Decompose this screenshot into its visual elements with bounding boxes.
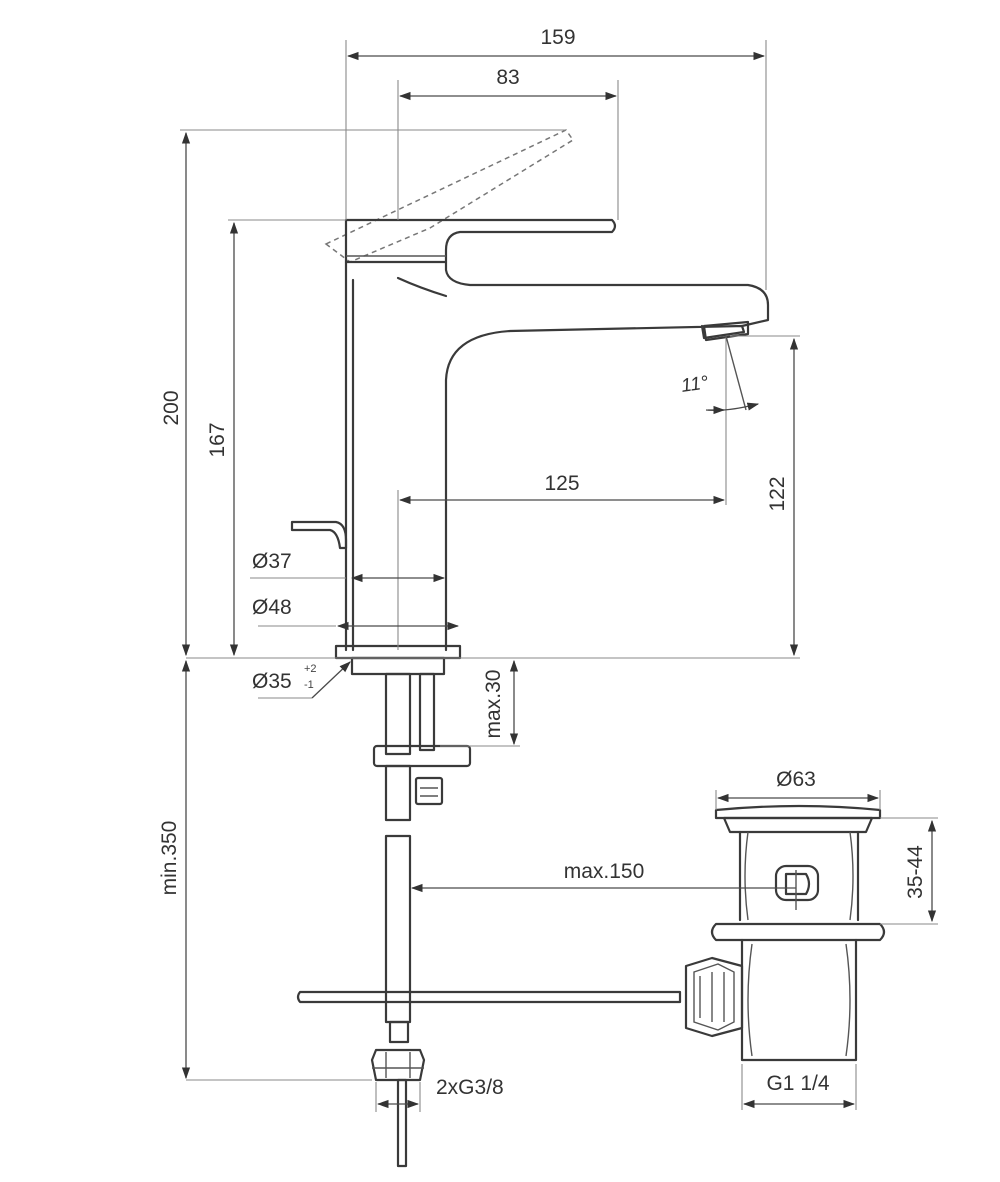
dim-spout-angle: 11° [680, 372, 710, 397]
dim-thread: G1 1/4 [766, 1072, 829, 1095]
hose-ferrule [388, 1020, 410, 1044]
dim-supply-thread: 2xG3/8 [436, 1076, 504, 1099]
fixing-nut [414, 776, 444, 806]
dim-lever-reach: 83 [496, 66, 519, 89]
lever-raised-outline [324, 129, 575, 263]
waste-pivot-nut [684, 956, 744, 1038]
dim-body-dia-base: Ø48 [252, 596, 292, 619]
dim-hole-dia: Ø35 [252, 670, 292, 693]
popup-rod-knob [290, 520, 348, 550]
dim-hole-tol-plus: +2 [304, 663, 317, 675]
fixing-plate [372, 744, 472, 768]
dim-waste-height: 35-44 [904, 845, 927, 899]
lever-joint [396, 276, 448, 298]
fixing-stud [418, 672, 436, 752]
dimension-lines [180, 40, 938, 1112]
waste-cap-lower [722, 816, 874, 834]
waste-assembly [684, 804, 886, 1062]
flex-hose-upper [384, 764, 412, 822]
under-deck-assembly [296, 672, 682, 1168]
faucet-body [186, 129, 800, 676]
dimension-labels: 159 83 200 167 122 125 11° Ø37 Ø48 Ø35 +… [158, 26, 927, 1099]
aerator [702, 320, 750, 342]
dim-body-dia-top: Ø37 [252, 550, 292, 573]
waste-cap [714, 804, 882, 820]
waste-tail [740, 938, 858, 1062]
spout-outline [444, 324, 746, 652]
hose-connector-nut [370, 1048, 426, 1082]
dim-min-supply: min.350 [158, 821, 181, 896]
dim-body-height: 167 [206, 422, 229, 457]
dim-max-deck: max.30 [482, 670, 505, 739]
lever-outline [344, 218, 770, 328]
dim-hole-tol-minus: -1 [304, 679, 314, 691]
flex-hose-lower [384, 834, 412, 1024]
waste-body [738, 830, 860, 922]
dim-rod-max: max.150 [564, 860, 645, 883]
supply-pipe [396, 1078, 408, 1168]
dim-waste-dia: Ø63 [776, 768, 816, 791]
waste-link-slot [774, 864, 820, 902]
popup-horizontal-rod [296, 990, 682, 1004]
base-ring-lower [350, 656, 446, 676]
dim-overall-width: 159 [540, 26, 575, 49]
dim-spout-height: 122 [766, 476, 789, 511]
threaded-shank [384, 672, 412, 756]
waste-flange [710, 922, 886, 942]
dim-overall-height: 200 [160, 390, 183, 425]
dim-spout-projection: 125 [544, 472, 579, 495]
